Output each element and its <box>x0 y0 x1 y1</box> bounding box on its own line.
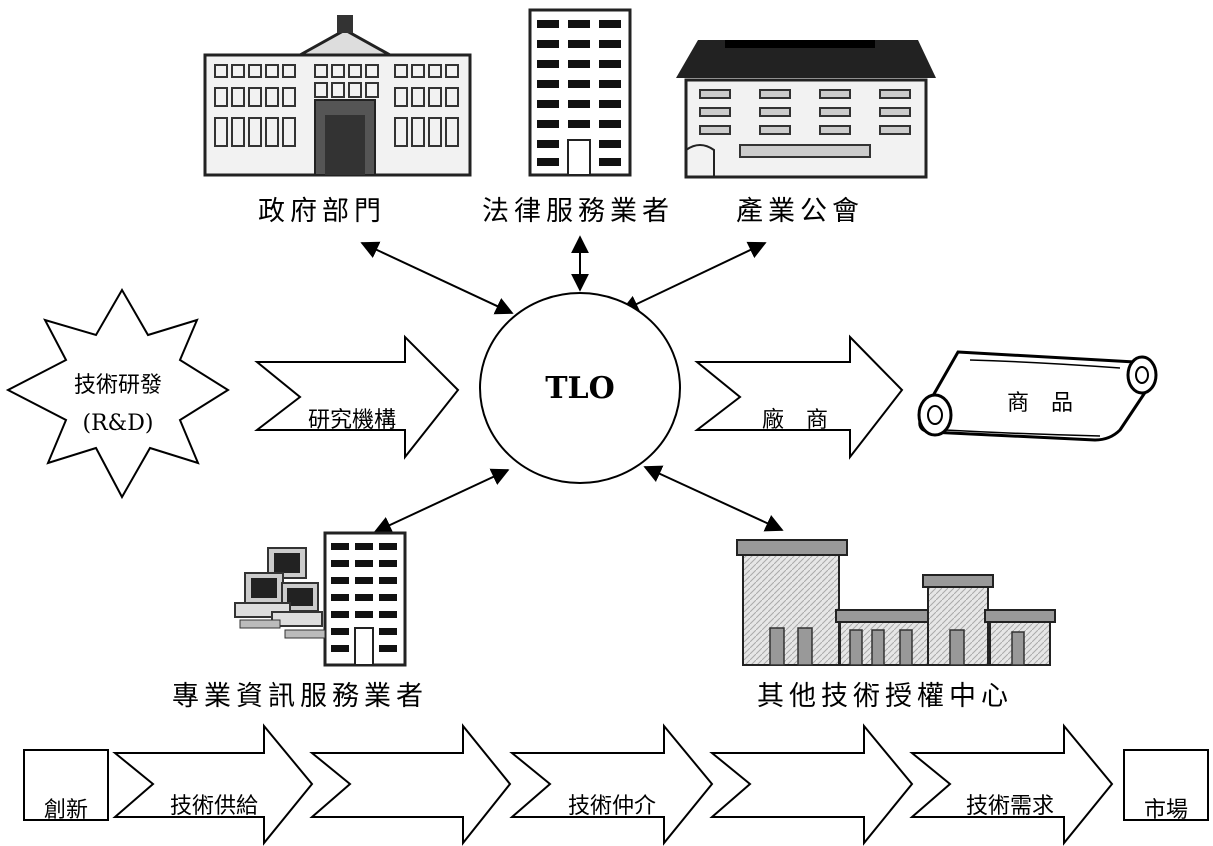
research-institution-arrow <box>254 334 460 460</box>
industry-association-label: 產業公會 <box>736 196 864 227</box>
tlo-label: TLO <box>545 371 615 406</box>
rd-star-shape <box>5 288 230 500</box>
info-services-building-icon <box>323 531 407 667</box>
flow-arrow-supply <box>112 723 314 846</box>
product-scroll-icon <box>917 350 1158 442</box>
product-label: 商 品 <box>1007 391 1073 416</box>
info-services-label: 專業資訊服務業者 <box>172 681 428 712</box>
flow-arrow-brokerage <box>509 723 714 846</box>
computers-icon <box>234 547 326 639</box>
government-building-icon <box>203 15 472 177</box>
rd-star-subtitle: (R&D) <box>83 411 154 436</box>
flow-start-box <box>23 749 109 821</box>
manufacturer-label: 廠 商 <box>762 408 828 433</box>
flow-end-label: 市場 <box>1144 798 1188 823</box>
connector-government <box>360 241 514 315</box>
flow-arrow-blank-1 <box>309 723 512 846</box>
other-tlc-label: 其他技術授權中心 <box>757 681 1013 712</box>
flow-demand-label: 技術需求 <box>966 794 1054 819</box>
connector-info-services <box>373 468 510 534</box>
tlo-circle <box>479 292 681 484</box>
flow-end-box <box>1123 749 1209 821</box>
research-institution-label: 研究機構 <box>308 408 396 433</box>
flow-arrow-blank-2 <box>709 723 914 846</box>
flow-supply-label: 技術供給 <box>170 794 258 819</box>
flow-brokerage-label: 技術仲介 <box>568 794 656 819</box>
industry-association-building-icon <box>676 40 936 179</box>
rd-star-title: 技術研發 <box>74 373 162 398</box>
flow-start-label: 創新 <box>44 798 88 823</box>
manufacturer-arrow <box>694 334 904 460</box>
flow-arrow-demand <box>909 723 1114 846</box>
legal-office-building-icon <box>528 8 632 177</box>
government-label: 政府部門 <box>258 196 386 227</box>
connector-other-tlc <box>643 465 784 532</box>
connector-industry <box>620 241 767 313</box>
legal-services-label: 法律服務業者 <box>482 196 674 227</box>
other-tlc-buildings-icon <box>736 539 1056 666</box>
